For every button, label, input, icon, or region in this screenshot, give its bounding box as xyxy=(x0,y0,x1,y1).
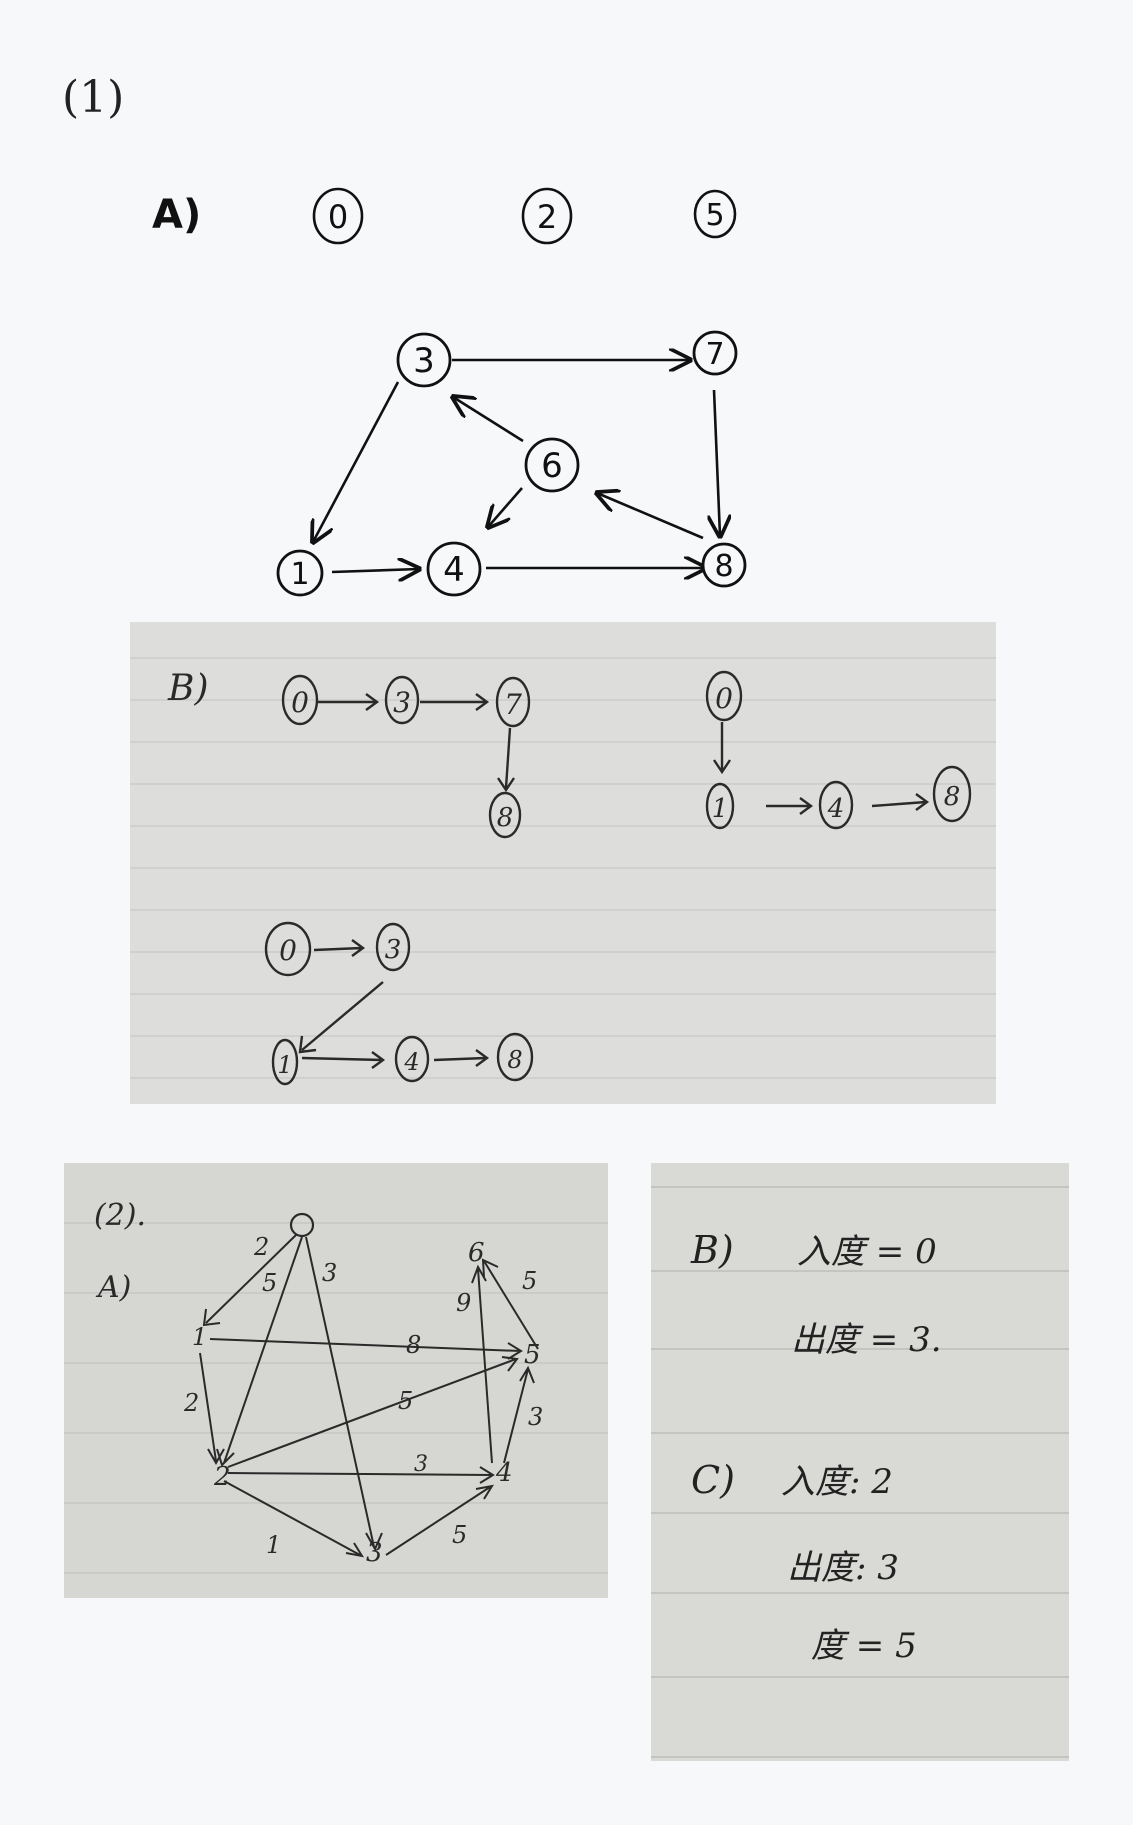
degree-c-in: 入度: 2 xyxy=(781,1462,893,1502)
wg-edges xyxy=(199,1234,539,1558)
edge-6-4 xyxy=(488,487,523,527)
photo-paths-b: B) 0 3 7 8 0 1 4 8 xyxy=(130,622,996,1104)
degree-c-deg: 度 = 5 xyxy=(811,1626,917,1666)
edge-7-8 xyxy=(714,389,720,536)
wg-weight-2-5: 5 xyxy=(398,1387,413,1415)
photo-weighted-graph: (2). A) 1 2 3 4 5 6 2 5 3 2 8 5 xyxy=(64,1163,608,1598)
svg-text:7: 7 xyxy=(705,337,724,372)
svg-text:2: 2 xyxy=(537,198,557,236)
degree-b-in: 入度 = 0 xyxy=(797,1232,937,1272)
path-a-node-2: 7 xyxy=(504,688,522,721)
path-c-node-4: 8 xyxy=(507,1046,522,1074)
paths-b-label: B) xyxy=(167,668,209,709)
wg-weight-4-6: 9 xyxy=(456,1289,471,1317)
wg-weight-0-1: 2 xyxy=(253,1233,269,1261)
node-4: 4 xyxy=(426,541,482,597)
path-c-node-1: 3 xyxy=(385,935,402,965)
degree-b-out: 出度 = 3. xyxy=(791,1320,942,1360)
edge-8-6 xyxy=(597,493,704,540)
path-c-node-3: 4 xyxy=(403,1048,419,1076)
edge-1-4 xyxy=(331,569,419,572)
wg-node-6: 6 xyxy=(468,1238,485,1268)
wg-weight-4-5: 3 xyxy=(528,1403,543,1431)
section-label: (1) xyxy=(62,72,125,123)
wg-weight-1-5: 8 xyxy=(406,1331,421,1359)
path-b-node-2: 4 xyxy=(827,794,845,824)
path-b-node-3: 8 xyxy=(944,782,961,812)
degree-c-out: 出度: 3 xyxy=(787,1548,899,1588)
svg-text:1: 1 xyxy=(290,557,309,592)
wg-node-3: 3 xyxy=(366,1538,383,1568)
degree-answers-drawing: B) 入度 = 0 出度 = 3. C) 入度: 2 出度: 3 度 = 5 xyxy=(651,1186,1069,1758)
wg-weight-2-4: 3 xyxy=(414,1452,428,1477)
paths-b-drawing: B) 0 3 7 8 0 1 4 8 xyxy=(130,657,996,1086)
path-a-node-3: 8 xyxy=(497,803,514,833)
node-3: 3 xyxy=(396,332,452,388)
weighted-part-label: A) xyxy=(95,1270,131,1305)
weighted-section-label: (2). xyxy=(94,1198,146,1233)
wg-weight-5-6: 5 xyxy=(522,1267,537,1295)
wg-node-5: 5 xyxy=(524,1340,541,1370)
wg-weight-3-4: 5 xyxy=(452,1521,467,1549)
svg-text:4: 4 xyxy=(443,550,465,590)
node-1: 1 xyxy=(276,549,324,597)
wg-weight-0-3: 3 xyxy=(322,1259,337,1287)
path-c-node-0: 0 xyxy=(279,934,297,967)
svg-text:0: 0 xyxy=(328,198,348,236)
path-b-node-0: 0 xyxy=(715,682,733,715)
svg-text:6: 6 xyxy=(541,446,563,486)
wg-weight-2-3: 1 xyxy=(266,1531,281,1559)
photo-degree-answers: B) 入度 = 0 出度 = 3. C) 入度: 2 出度: 3 度 = 5 xyxy=(651,1163,1069,1761)
edge-3-1 xyxy=(313,381,400,542)
node-2: 2 xyxy=(521,187,573,245)
wg-node-1: 1 xyxy=(192,1323,207,1351)
path-a-node-1: 3 xyxy=(393,686,411,719)
weighted-graph-drawing: (2). A) 1 2 3 4 5 6 2 5 3 2 8 5 xyxy=(64,1198,608,1574)
path-a-node-0: 0 xyxy=(291,686,309,719)
svg-text:8: 8 xyxy=(714,549,733,584)
degree-c-label: C) xyxy=(691,1458,735,1502)
node-8: 8 xyxy=(701,542,747,588)
node-0: 0 xyxy=(312,187,364,245)
degree-b-label: B) xyxy=(690,1228,734,1272)
wg-weight-0-2: 5 xyxy=(262,1269,277,1297)
svg-text:3: 3 xyxy=(413,341,435,381)
svg-text:5: 5 xyxy=(705,198,724,233)
wg-node-0-circle xyxy=(289,1212,315,1238)
graph-part-a: A) 0 2 5 3 7 6 1 4 8 xyxy=(152,187,747,597)
node-6: 6 xyxy=(524,437,580,493)
path-c-node-2: 1 xyxy=(277,1051,292,1079)
part-a-label: A) xyxy=(152,192,201,238)
node-5: 5 xyxy=(693,189,737,239)
node-7: 7 xyxy=(692,330,738,376)
edge-6-3 xyxy=(453,397,524,443)
wg-node-2: 2 xyxy=(213,1462,231,1492)
wg-weight-1-2: 2 xyxy=(183,1389,199,1417)
path-b-node-1: 1 xyxy=(712,794,729,824)
wg-node-4: 4 xyxy=(495,1458,513,1488)
